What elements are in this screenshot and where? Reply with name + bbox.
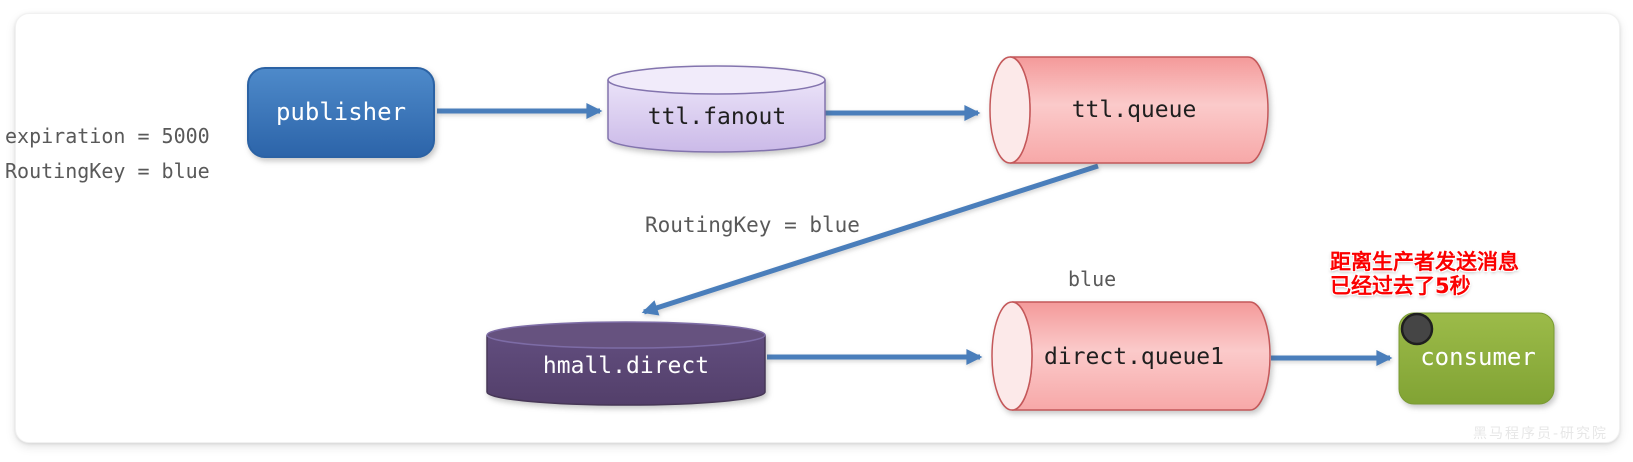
consumer-node bbox=[1398, 312, 1555, 405]
ttl-fanout-exchange-shape bbox=[607, 65, 826, 153]
ttl-queue-label: ttl.queue bbox=[1071, 97, 1197, 123]
direct-queue1-shape bbox=[991, 301, 1271, 411]
arrow-ttlqueue-to-hmalldirect bbox=[641, 163, 1099, 316]
routing-key-publisher-annotation: RoutingKey = blue bbox=[5, 159, 210, 183]
routing-key-binding-annotation: RoutingKey = blue bbox=[645, 213, 860, 237]
consumer-state-dot bbox=[1400, 312, 1434, 346]
consumer-label: consumer bbox=[1420, 343, 1536, 371]
hmall-direct-exchange-shape bbox=[486, 321, 766, 406]
publisher-node bbox=[247, 67, 435, 158]
elapsed-time-note-line2: 已经过去了5秒 bbox=[1330, 274, 1471, 298]
elapsed-time-note-line1: 距离生产者发送消息 bbox=[1330, 250, 1519, 274]
elapsed-time-note: 距离生产者发送消息 已经过去了5秒 bbox=[1330, 250, 1519, 298]
elapsed-seconds-value: 5 bbox=[1435, 274, 1450, 298]
ttl-queue-shape bbox=[989, 56, 1269, 164]
hmall-direct-label: hmall.direct bbox=[542, 353, 710, 379]
watermark: 黑马程序员-研究院 bbox=[1473, 426, 1609, 442]
expiration-annotation: expiration = 5000 bbox=[5, 124, 210, 148]
direct-queue1-label: direct.queue1 bbox=[1043, 344, 1225, 370]
ttl-fanout-label: ttl.fanout bbox=[647, 104, 787, 130]
queue-binding-key-annotation: blue bbox=[1068, 267, 1117, 291]
publisher-label: publisher bbox=[275, 98, 407, 126]
